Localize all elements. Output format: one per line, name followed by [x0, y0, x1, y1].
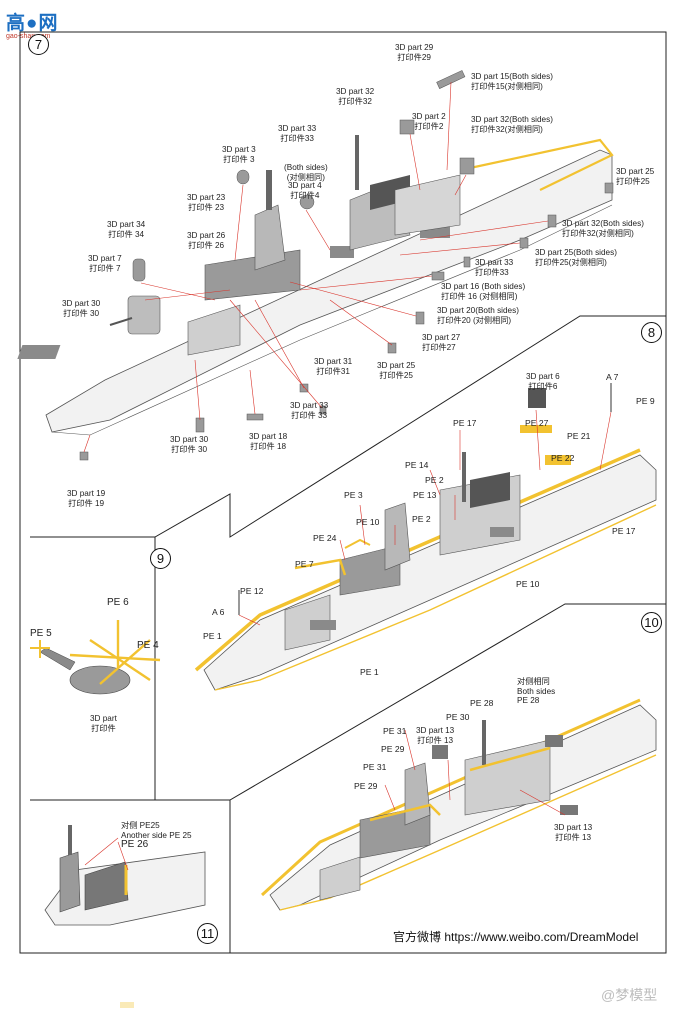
step-number-11: 11	[197, 923, 218, 944]
label-pe5: PE 5	[30, 628, 52, 639]
label-pe21: PE 21	[567, 431, 591, 441]
site-logo[interactable]: 高●网 gao-shan.com	[6, 8, 58, 40]
step8-ship	[194, 383, 657, 691]
label-pe26: PE 26	[121, 839, 149, 850]
label-3d-part-32c: 3D part 32(Both sides)打印件32(对侧相同)	[562, 219, 644, 238]
step7-ship	[17, 70, 614, 461]
label-pe17b: PE 17	[612, 526, 636, 536]
step-number-9: 9	[150, 548, 171, 569]
site-logo-text: 高●网	[6, 13, 59, 34]
label-pe22: PE 22	[551, 453, 575, 463]
divider-step9	[30, 536, 156, 801]
label-pe10b: PE 10	[516, 579, 540, 589]
label-pe13: PE 13	[413, 490, 437, 500]
label-pe28: PE 28	[470, 698, 494, 708]
label-pe2b: PE 2	[412, 514, 431, 524]
label-pe27: PE 27	[525, 418, 549, 428]
page-frame	[19, 31, 667, 954]
label-both-sides: (Both sides)(对侧相同)	[284, 163, 328, 182]
label-3d-part-20: 3D part 20(Both sides)打印件20 (对侧相同)	[437, 306, 519, 325]
label-pe24: PE 24	[313, 533, 337, 543]
label-pe1a: PE 1	[203, 631, 222, 641]
label-pe31b: PE 31	[363, 762, 387, 772]
label-pe2a: PE 2	[425, 475, 444, 485]
site-url: gao-shan.com	[6, 33, 51, 40]
step11-detail	[44, 825, 206, 926]
label-3d-part-25b: 3D part 25(Both sides)打印件25(对侧相同)	[535, 248, 617, 267]
label-pe9: PE 9	[636, 396, 655, 406]
label-pe31a: PE 31	[383, 726, 407, 736]
watermark: @梦模型	[601, 987, 658, 1003]
official-weibo-link[interactable]: 官方微博 https://www.weibo.com/DreamModel	[393, 930, 639, 944]
label-a6: A 6	[212, 607, 225, 617]
label-pe10a: PE 10	[356, 517, 380, 527]
step9-helicopter	[30, 620, 161, 695]
label-3d-part-16: 3D part 16 (Both sides)打印件 16 (对侧相同)	[441, 282, 526, 301]
step10-ship	[260, 698, 657, 911]
label-pe6: PE 6	[107, 597, 129, 608]
label-pe29b: PE 29	[354, 781, 378, 791]
label-pe7: PE 7	[295, 559, 314, 569]
label-pe4: PE 4	[137, 640, 159, 651]
label-pe1b: PE 1	[360, 667, 379, 677]
label-pe14: PE 14	[405, 460, 429, 470]
label-pe29a: PE 29	[381, 744, 405, 754]
label-a7: A 7	[606, 372, 619, 382]
step-number-10: 10	[641, 612, 662, 633]
step-number-8: 8	[641, 322, 662, 343]
step-number-7: 7	[28, 34, 49, 55]
divider-step10	[155, 603, 666, 801]
label-pe12: PE 12	[240, 586, 264, 596]
label-pe3: PE 3	[344, 490, 363, 500]
label-pe17a: PE 17	[453, 418, 477, 428]
label-3d-part-32b: 3D part 32(Both sides)打印件32(对侧相同)	[471, 115, 553, 134]
label-3d-part-15: 3D part 15(Both sides)打印件15(对侧相同)	[471, 72, 553, 91]
label-pe30: PE 30	[446, 712, 470, 722]
